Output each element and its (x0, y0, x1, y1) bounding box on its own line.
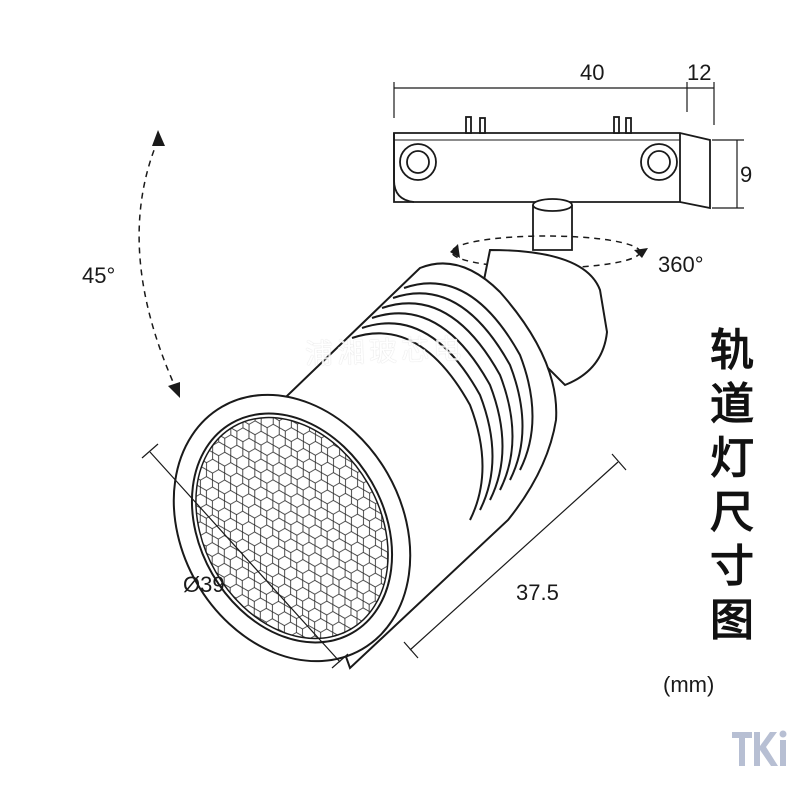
dim-diameter: Ø39 (183, 572, 225, 597)
title-char: 道 (710, 379, 754, 430)
title-char: 尺 (710, 487, 754, 538)
dim-rail-depth: 12 (687, 60, 711, 85)
dimension-lines (141, 82, 744, 669)
title-char: 灯 (710, 433, 754, 484)
watermark-text: 浦湘玻芯电 (304, 332, 466, 371)
dim-rotation-angle: 360° (658, 252, 704, 277)
dim-rail-length: 40 (580, 60, 604, 85)
unit-label: (mm) (663, 672, 715, 697)
title-char: 图 (710, 595, 754, 646)
tilt-arrow (138, 139, 179, 394)
dim-body-length: 37.5 (516, 580, 559, 605)
title-char: 轨 (710, 325, 754, 376)
mount-stem (532, 198, 573, 251)
title-char: 寸 (710, 541, 754, 592)
tilt-arrow-head (152, 130, 165, 146)
rail-adapter (393, 116, 711, 210)
dim-tilt-angle: 45° (82, 263, 115, 288)
rotation-arrow-head (450, 244, 460, 258)
brand-logo-icon (732, 730, 787, 766)
dim-rail-height: 9 (740, 162, 752, 187)
rotation-arrow-head (634, 248, 648, 258)
tilt-arrow-head (168, 382, 180, 398)
